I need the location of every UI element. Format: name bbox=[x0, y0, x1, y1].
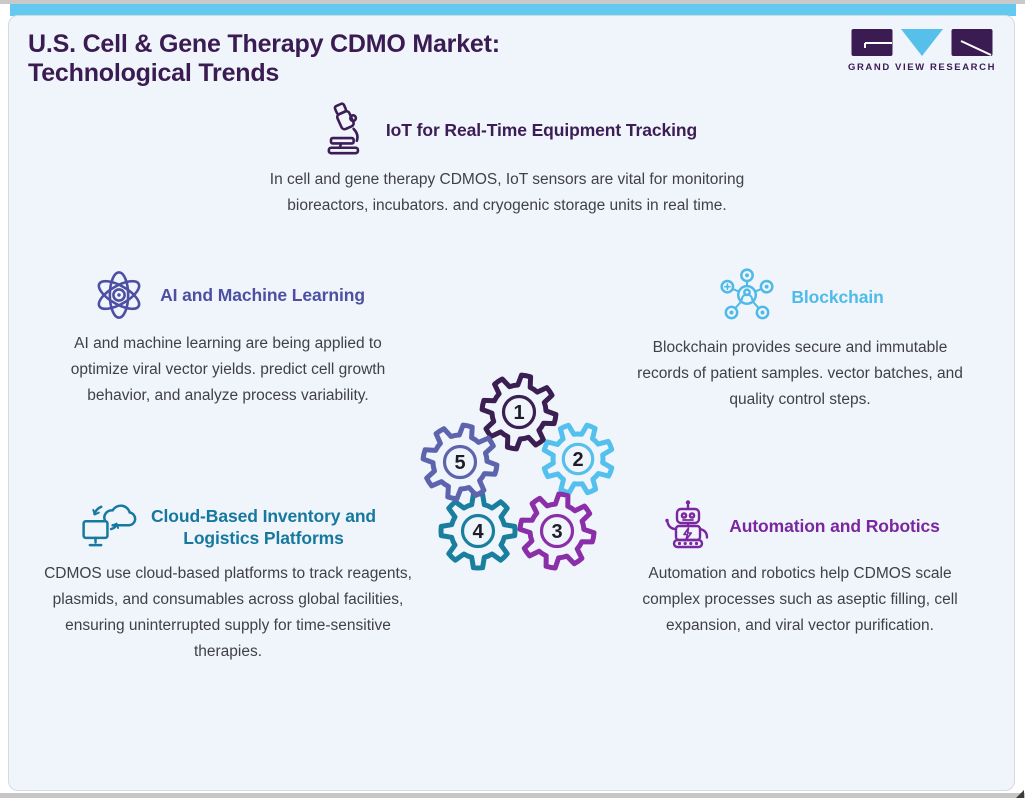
section-cloud-title-line1: Cloud-Based Inventory and bbox=[150, 506, 377, 526]
section-cloud-title-line2: Logistics Platforms bbox=[183, 528, 344, 548]
network-icon bbox=[720, 268, 774, 320]
bottom-edge-strip bbox=[0, 793, 1025, 798]
section-blockchain-title: Blockchain bbox=[791, 287, 884, 307]
section-ai: AI and Machine Learning AI and machine l… bbox=[49, 266, 407, 409]
gear-4: 4 bbox=[438, 491, 518, 571]
gear-5: 5 bbox=[420, 422, 500, 502]
gear-number: 5 bbox=[454, 452, 465, 474]
section-automation-title: Automation and Robotics bbox=[729, 516, 940, 536]
section-cloud: Cloud-Based Inventory and Logistics Plat… bbox=[44, 500, 412, 665]
section-cloud-title: Cloud-Based Inventory and Logistics Plat… bbox=[151, 505, 376, 549]
gear-2: 2 bbox=[541, 422, 615, 496]
gvr-logo-mark bbox=[851, 29, 993, 56]
section-automation-body: Automation and robotics help CDMOS scale… bbox=[642, 565, 958, 634]
section-iot: IoT for Real-Time Equipment Tracking In … bbox=[267, 100, 747, 219]
cloud-sync-icon bbox=[82, 504, 137, 547]
section-cloud-body: CDMOS use cloud-based platforms to track… bbox=[44, 565, 412, 660]
gears-graphic: 1 2 3 4 5 bbox=[420, 372, 615, 571]
section-ai-body: AI and machine learning are being applie… bbox=[70, 335, 386, 404]
gear-number: 4 bbox=[472, 521, 484, 543]
resize-corner-notch bbox=[1016, 790, 1024, 798]
robot-icon bbox=[665, 500, 709, 549]
page-title-line1: U.S. Cell & Gene Therapy CDMO Market: bbox=[28, 30, 500, 58]
section-ai-title: AI and Machine Learning bbox=[160, 285, 365, 305]
page-title: U.S. Cell & Gene Therapy CDMO Market: Te… bbox=[28, 30, 500, 88]
microscope-icon bbox=[327, 102, 360, 155]
section-iot-body: In cell and gene therapy CDMOS, IoT sens… bbox=[269, 171, 745, 214]
section-blockchain: Blockchain Blockchain provides secure an… bbox=[629, 266, 971, 413]
top-edge-strip bbox=[0, 0, 1025, 4]
gear-3: 3 bbox=[517, 491, 597, 571]
accent-top-bar bbox=[10, 4, 1016, 16]
section-blockchain-body: Blockchain provides secure and immutable… bbox=[637, 339, 963, 408]
gear-number: 3 bbox=[551, 521, 562, 543]
gear-number: 2 bbox=[572, 449, 583, 471]
atom-icon bbox=[97, 271, 141, 319]
gear-1: 1 bbox=[479, 372, 559, 452]
section-iot-title: IoT for Real-Time Equipment Tracking bbox=[385, 120, 698, 140]
gear-number: 1 bbox=[513, 402, 524, 424]
page-title-line2: Technological Trends bbox=[28, 59, 280, 87]
infographic-card bbox=[8, 15, 1015, 791]
section-automation: Automation and Robotics Automation and r… bbox=[628, 498, 972, 639]
gvr-logo-text: GRAND VIEW RESEARCH bbox=[847, 62, 997, 73]
gvr-logo: GRAND VIEW RESEARCH bbox=[847, 28, 997, 73]
